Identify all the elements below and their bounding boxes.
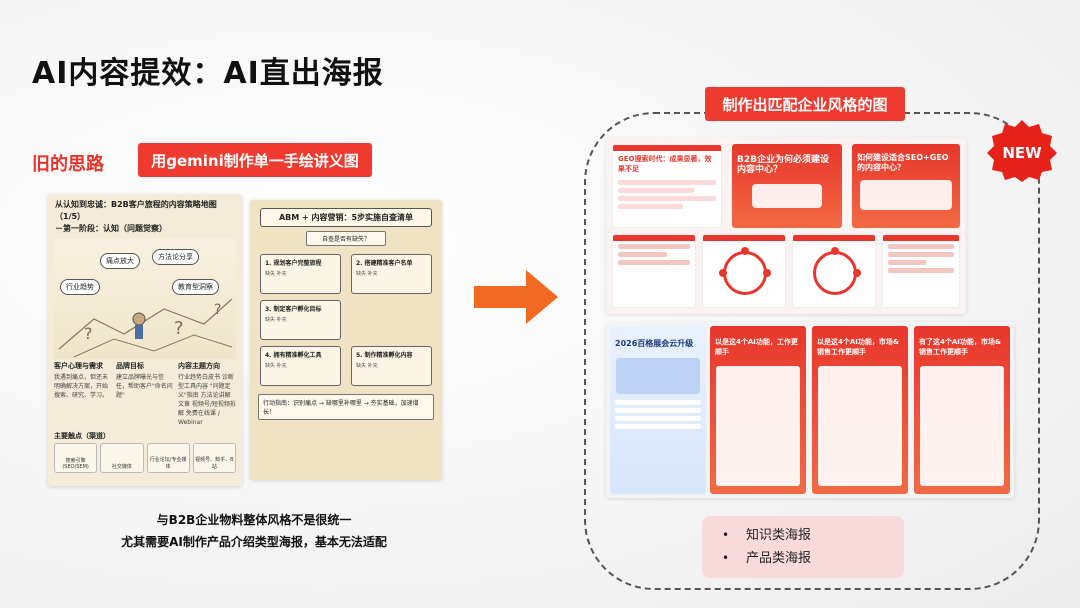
checklist-step: 1. 规划客户完整旅程缺失 补充 bbox=[260, 254, 341, 294]
svg-text:?: ? bbox=[84, 324, 93, 343]
gemini-tag: 用gemini制作单一手绘讲义图 bbox=[138, 143, 372, 177]
caption-line-1: 与B2B企业物料整体风格不是很统一 bbox=[156, 513, 352, 527]
bubble-pain-amplify: 痛点放大 bbox=[100, 253, 140, 269]
poster-thumb bbox=[612, 234, 696, 308]
poster-thumb: GEO搜索时代：成果显著，效果不足 bbox=[612, 144, 722, 228]
hand-drawn-poster-journey: 从认知到忠诚：B2B客户旅程的内容策略地图（1/5） －第一阶段：认知（问题觉察… bbox=[48, 194, 242, 486]
new-badge-icon: NEW bbox=[987, 120, 1057, 182]
poster-b-title: ABM + 内容营销：5步实施自查清单 bbox=[260, 208, 432, 227]
caption-line-2: 尤其需要AI制作产品介绍类型海报，基本无法适配 bbox=[121, 535, 387, 549]
checklist-step: 3. 制定客户孵化目标缺失 补充 bbox=[260, 300, 341, 340]
poster-a-col: 内容主题方向 行业趋势白皮书 诊断型工具内容 "问题定义"指南 方法论讲解文章 … bbox=[178, 362, 236, 426]
bullet-product-poster: 产品类海报 bbox=[722, 547, 904, 570]
channel-chip: 社交媒体 bbox=[100, 443, 144, 473]
channel-chip: 视频号、知乎、B站 bbox=[192, 443, 236, 473]
poster-a-channels: 搜索引擎(SEO/SEM) 社交媒体 行业论坛/专业媒体 视频号、知乎、B站 bbox=[48, 443, 242, 473]
bubble-education: 教育型洞察 bbox=[172, 279, 219, 295]
poster-thumb: 以是这4个AI功能，工作更顺手 bbox=[710, 326, 806, 494]
page-title: AI内容提效：AI直出海报 bbox=[32, 56, 384, 91]
poster-thumb bbox=[882, 234, 960, 308]
bullet-knowledge-poster: 知识类海报 bbox=[722, 524, 904, 547]
poster-a-columns: 客户心理与需求 我遇到痛点，但还未明确解决方案，开始搜索、研究、学习。 品牌目标… bbox=[48, 361, 242, 427]
poster-b-question: 自查是否有缺失？ bbox=[306, 231, 386, 246]
hand-drawn-poster-checklist: ABM + 内容营销：5步实施自查清单 自查是否有缺失？ 1. 规划客户完整旅程… bbox=[250, 200, 442, 480]
svg-text:?: ? bbox=[214, 302, 221, 318]
right-arrow-icon bbox=[474, 270, 558, 324]
poster-a-col: 客户心理与需求 我遇到痛点，但还未明确解决方案，开始搜索、研究、学习。 bbox=[54, 362, 109, 399]
bubble-methodology: 方法论分享 bbox=[152, 249, 199, 265]
new-badge-text: NEW bbox=[1002, 144, 1042, 162]
poster-b-footer: 行动指南：识别痛点 → 缺哪里补哪里 → 夯实基础，加速增长！ bbox=[258, 394, 434, 420]
checklist-step: 4. 拥有精准孵化工具缺失 补充 bbox=[260, 346, 341, 386]
poster-a-illustration: ? ? ? 痛点放大 方法论分享 行业趋势 教育型洞察 bbox=[54, 239, 236, 359]
poster-type-list: 知识类海报 产品类海报 bbox=[702, 516, 904, 578]
old-approach-label: 旧的思路 bbox=[32, 154, 104, 175]
product-poster-collage: 2026百格展会云升级 以是这4个AI功能，工作更顺手 以是这4个AI功能，市场… bbox=[606, 322, 1014, 498]
poster-thumb: 2026百格展会云升级 bbox=[610, 326, 706, 494]
poster-b-steps: 1. 规划客户完整旅程缺失 补充 2. 搭建精准客户名单缺失 补充 3. 制定客… bbox=[250, 250, 442, 390]
svg-text:?: ? bbox=[174, 318, 184, 339]
poster-thumb: 如何建设适合SEO+GEO的内容中心？ bbox=[852, 144, 960, 228]
channel-chip: 搜索引擎(SEO/SEM) bbox=[54, 443, 98, 473]
poster-thumb: B2B企业为何必须建设内容中心？ bbox=[732, 144, 842, 228]
poster-thumb bbox=[792, 234, 876, 308]
poster-thumb bbox=[702, 234, 786, 308]
knowledge-poster-collage: GEO搜索时代：成果显著，效果不足 B2B企业为何必须建设内容中心？ 如何建设适… bbox=[606, 138, 966, 314]
poster-thumb: 以是这4个AI功能，市场&销售工作更顺手 bbox=[812, 326, 908, 494]
channel-chip: 行业论坛/专业媒体 bbox=[146, 443, 190, 473]
bubble-industry-trend: 行业趋势 bbox=[60, 279, 100, 295]
checklist-step: 5. 制作精准孵化内容缺失 补充 bbox=[351, 346, 432, 386]
checklist-step: 2. 搭建精准客户名单缺失 补充 bbox=[351, 254, 432, 294]
poster-thumb: 有了这4个AI功能，市场&销售工作更顺手 bbox=[914, 326, 1010, 494]
poster-a-title: 从认知到忠诚：B2B客户旅程的内容策略地图（1/5） －第一阶段：认知（问题觉察… bbox=[55, 200, 217, 233]
poster-a-col: 品牌目标 建立品牌曝光与信任，帮助客户"命名问题" bbox=[116, 362, 173, 399]
match-style-tag: 制作出匹配企业风格的图 bbox=[705, 87, 905, 121]
poster-a-channel-head: 主要触点（渠道） bbox=[54, 432, 110, 440]
